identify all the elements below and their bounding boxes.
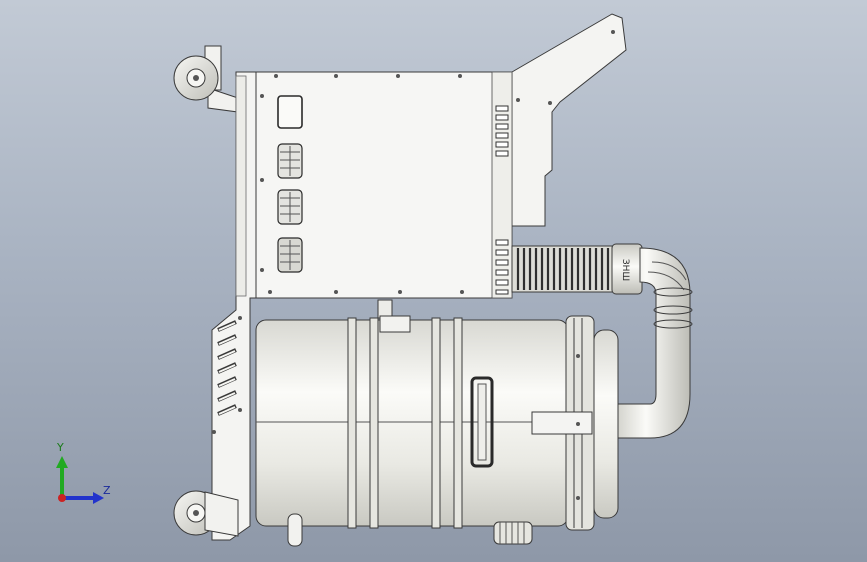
z-axis-label: Z <box>103 484 111 497</box>
y-axis-arrow-icon <box>56 456 68 468</box>
left-frame-plate[interactable] <box>211 71 259 541</box>
tank-ribs <box>347 317 463 529</box>
elbow-hose[interactable] <box>609 247 693 439</box>
y-axis-label: Y <box>57 441 64 454</box>
tank-end-cap[interactable] <box>531 315 619 531</box>
hose-bellows[interactable]: ЗНШ <box>511 243 643 295</box>
top-caster-wheel[interactable] <box>173 45 239 113</box>
connector-sockets <box>277 143 303 273</box>
axis-triad: Y Z <box>40 438 120 518</box>
side-vent-slots <box>212 316 242 434</box>
z-axis-arrow-icon <box>93 492 104 504</box>
x-axis-dot-icon <box>58 494 66 502</box>
tank-handle[interactable] <box>470 376 494 468</box>
main-tank[interactable] <box>255 299 569 529</box>
handle-bracket[interactable] <box>511 13 627 227</box>
bottom-outlet[interactable] <box>493 521 533 545</box>
drain-valve[interactable] <box>287 513 303 547</box>
hose-label: ЗНШ <box>620 259 630 281</box>
control-box[interactable] <box>255 71 513 299</box>
box-side-slots <box>495 105 509 295</box>
bottom-caster-wheel[interactable] <box>173 490 239 537</box>
